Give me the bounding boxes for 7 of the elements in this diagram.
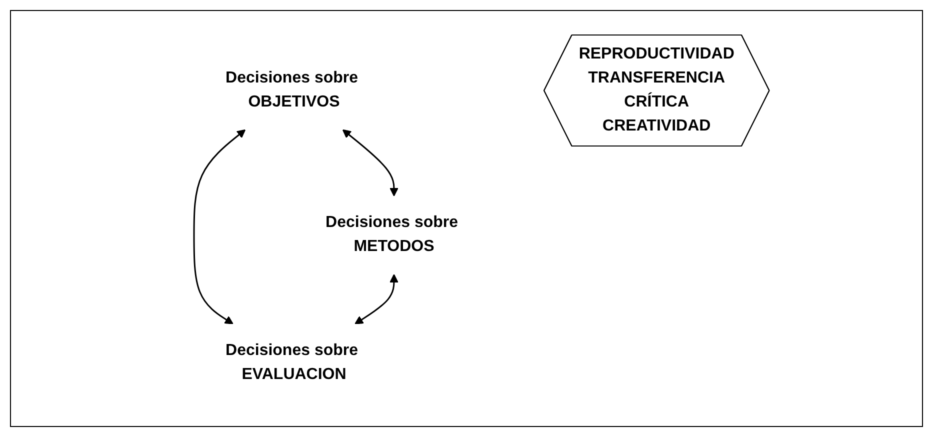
frame-border: Decisiones sobre OBJETIVOS REPRODUCTIVIDAD TRANSFERENCIA CRÍTICA CREATIVIDAD Decisiones sobre METODOS Decisiones sobre EVALUACION (10, 10, 923, 427)
arrow (354, 274, 398, 324)
arrow (193, 129, 246, 324)
arrow (342, 129, 398, 196)
node-text: Decisiones sobre EVALUACION (225, 342, 358, 383)
node-text: Decisiones sobre OBJETIVOS (225, 70, 358, 110)
node-text: Decisiones sobre METODOS (325, 214, 458, 255)
